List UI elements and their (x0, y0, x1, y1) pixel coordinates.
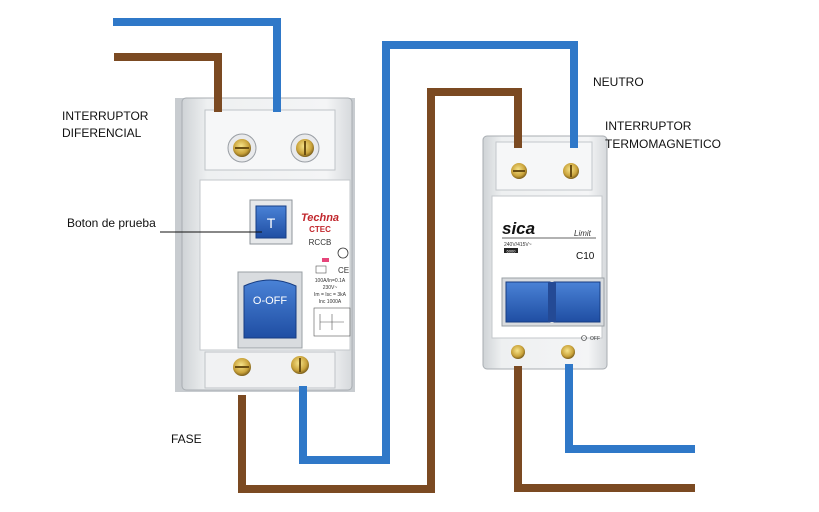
off-indicator-icon (581, 335, 587, 341)
safety-mark-icon (337, 247, 349, 259)
mcb-device: sica Limit 240V/415V~ 6000 C10 OFF (482, 135, 608, 370)
label-diferencial-line2: DIFERENCIAL (62, 126, 142, 140)
rccb-brand: Techna (301, 212, 339, 224)
phase-wire-in (114, 53, 222, 112)
neutral-wire-out (565, 364, 695, 453)
label-neutro: NEUTRO (593, 75, 644, 89)
wires (113, 18, 695, 493)
label-fase: FASE (171, 432, 202, 446)
rccb-device: T Techna CTEC RCCB CE 100A/In=0.1A 230V~… (175, 97, 355, 392)
rccb-spec-3: Im = Isc = 3kA (314, 292, 347, 298)
rccb-type: RCCB (309, 238, 332, 247)
mcb-off-label: OFF (590, 336, 600, 342)
label-termo-line2: TERMOMAGNETICO (605, 137, 721, 151)
test-button-label: T (267, 215, 276, 231)
label-boton: Boton de prueba (67, 216, 156, 230)
circuit-schematic-icon (313, 307, 351, 337)
mcb-handle-bridge (548, 282, 556, 322)
test-button[interactable] (255, 205, 287, 239)
rccb-switch-handle[interactable] (243, 279, 297, 339)
mcb-rating: 240V/415V~ (504, 242, 532, 248)
neutral-wire-in (113, 18, 281, 112)
phase-wire-rccb-to-mcb (238, 88, 522, 493)
mcb-capacity-box (504, 248, 518, 253)
mcb-series: Limit (574, 229, 592, 238)
rccb-spec-4: Inc 1000A (319, 299, 342, 305)
mcb-top-terminals (495, 141, 593, 191)
rccb-bottom-terminals (204, 351, 336, 389)
label-termo-line1: INTERRUPTOR (605, 119, 692, 133)
rccb-indicator (322, 258, 329, 262)
mcb-curve: C10 (576, 251, 595, 262)
mcb-handle-left[interactable] (505, 281, 551, 323)
ce-mark-icon (315, 265, 327, 274)
switch-label: O-OFF (253, 295, 287, 307)
rccb-spec-1: 100A/In=0.1A (315, 278, 346, 284)
mcb-brand: sica (502, 219, 535, 238)
rccb-model: CTEC (309, 225, 331, 234)
mcb-capacity: 6000 (507, 249, 517, 254)
neutral-wire-rccb-to-mcb (299, 41, 578, 464)
mcb-screw-bottom-right (561, 345, 575, 359)
mcb-handle-right[interactable] (553, 281, 601, 323)
label-diferencial-line1: INTERRUPTOR (62, 109, 149, 123)
ce-mark-icon-text: CE (338, 266, 349, 275)
rccb-spec-2: 230V~ (323, 285, 338, 291)
phase-wire-out (514, 366, 695, 492)
mcb-screw-bottom-left (511, 345, 525, 359)
